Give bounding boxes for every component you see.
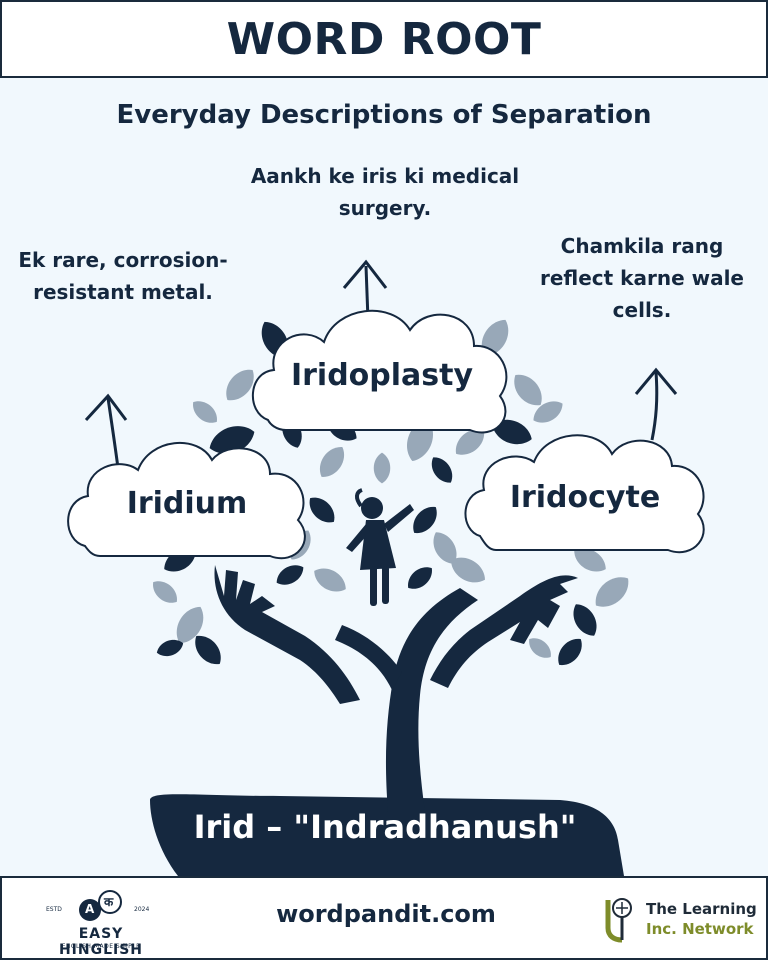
tree-logo-icon bbox=[605, 898, 632, 943]
root-label: Irid – "Indradhanush" bbox=[193, 808, 577, 846]
badge-letter-a: A bbox=[85, 902, 95, 916]
tree-illustration bbox=[67, 259, 705, 876]
footer: A क ESTD 2024 EASY HINGLISH ENGLISH MADE… bbox=[0, 876, 768, 960]
left-branch bbox=[335, 625, 402, 690]
word-iridium: Iridium bbox=[126, 486, 248, 521]
arrow-iridocyte-icon bbox=[634, 367, 678, 441]
badge-letter-ka: क bbox=[104, 895, 114, 909]
easy-hinglish-logo: A क ESTD 2024 EASY HINGLISH ENGLISH MADE… bbox=[36, 886, 166, 958]
logo-tagline: ENGLISH MADE SIMPLE bbox=[61, 943, 141, 950]
page-title: WORD ROOT bbox=[226, 13, 542, 65]
word-iridoplasty: Iridoplasty bbox=[290, 358, 474, 393]
site-link[interactable]: wordpandit.com bbox=[276, 900, 496, 928]
logo-line-2: Inc. Network bbox=[646, 920, 754, 938]
cloud-iridium bbox=[67, 441, 306, 560]
arrow-iridium-icon bbox=[84, 393, 128, 469]
logo-brand: EASY HINGLISH bbox=[58, 926, 144, 958]
meaning-iridoplasty: Aankh ke iris ki medical surgery. bbox=[250, 164, 520, 220]
meaning-iridium: Ek rare, corrosion-resistant metal. bbox=[18, 248, 228, 304]
subtitle: Everyday Descriptions of Separation bbox=[116, 100, 652, 130]
logo-line-1: The Learning bbox=[646, 900, 757, 918]
cloud-iridocyte bbox=[464, 434, 705, 554]
meaning-iridocyte: Chamkila rang reflect karne wale cells. bbox=[539, 234, 744, 322]
right-hand-icon bbox=[430, 575, 578, 688]
left-hand-icon bbox=[214, 565, 360, 704]
child-silhouette-icon bbox=[346, 488, 414, 606]
ground-mound bbox=[150, 794, 624, 876]
logo-year: 2024 bbox=[134, 906, 150, 913]
logo-estd: ESTD bbox=[46, 906, 62, 913]
speech-bubble-icon bbox=[79, 890, 122, 921]
tree-trunk bbox=[385, 588, 478, 812]
cloud-iridoplasty bbox=[252, 309, 508, 434]
word-iridocyte: Iridocyte bbox=[509, 480, 661, 515]
header-banner: WORD ROOT bbox=[0, 0, 768, 78]
learning-network-logo: The Learning Inc. Network bbox=[600, 894, 760, 944]
